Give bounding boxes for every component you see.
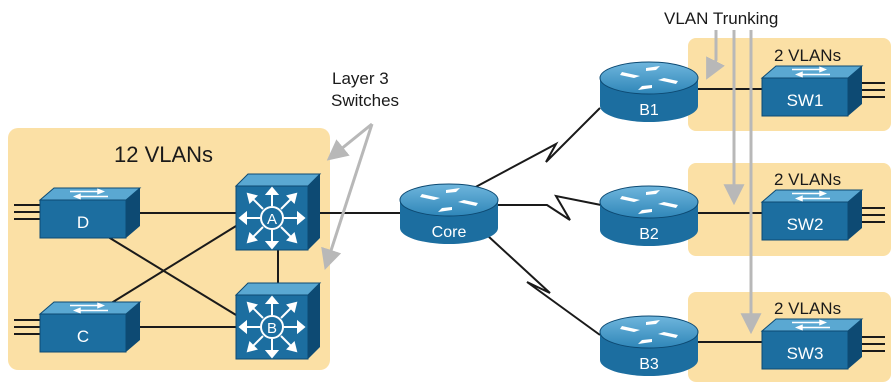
switch-sw1-label: SW1 (787, 91, 824, 110)
l3-switch-a-label: A (267, 211, 277, 228)
campus-vlan-label: 12 VLANs (114, 142, 213, 167)
router-icon: B2 (599, 185, 699, 246)
wan-link-b2 (497, 194, 602, 221)
switch-icon: D (38, 187, 142, 239)
router-b1-label: B1 (639, 102, 659, 119)
link-d-b (99, 231, 237, 316)
wan-link-b3 (487, 235, 601, 336)
core-router-label: Core (432, 224, 467, 241)
branch1-vlan-label: 2 VLANs (774, 46, 841, 65)
multilayer-switch-icon: A (234, 173, 322, 251)
layer3-label-line2: Switches (331, 91, 399, 110)
switch-icon: SW3 (760, 318, 864, 370)
branch3-vlan-label: 2 VLANs (774, 299, 841, 318)
vlan-trunking-label: VLAN Trunking (664, 9, 778, 28)
campus-links (14, 204, 400, 335)
vlan-trunking-arrows (706, 30, 762, 335)
router-b3-label: B3 (639, 356, 659, 373)
wan-link-b1 (469, 107, 601, 191)
wan-links (469, 107, 602, 336)
branch-lan-links (695, 82, 885, 352)
multilayer-switch-icon: B (234, 282, 322, 360)
switch-icon: SW1 (760, 65, 864, 117)
switch-d-label: D (77, 213, 89, 232)
switch-icon: SW2 (760, 189, 864, 241)
l3-switch-b-label: B (267, 320, 277, 337)
router-icon: B3 (599, 315, 699, 376)
switch-sw3-label: SW3 (787, 344, 824, 363)
layer3-callout-arrows (321, 122, 374, 270)
router-icon: Core (399, 183, 499, 244)
branch2-vlan-label: 2 VLANs (774, 170, 841, 189)
switch-icon: C (38, 301, 142, 353)
router-icon: B1 (599, 61, 699, 122)
layer3-label-line1: Layer 3 (332, 69, 389, 88)
switch-sw2-label: SW2 (787, 215, 824, 234)
link-c-a (99, 225, 237, 311)
switch-c-label: C (77, 327, 89, 346)
router-b2-label: B2 (639, 226, 659, 243)
